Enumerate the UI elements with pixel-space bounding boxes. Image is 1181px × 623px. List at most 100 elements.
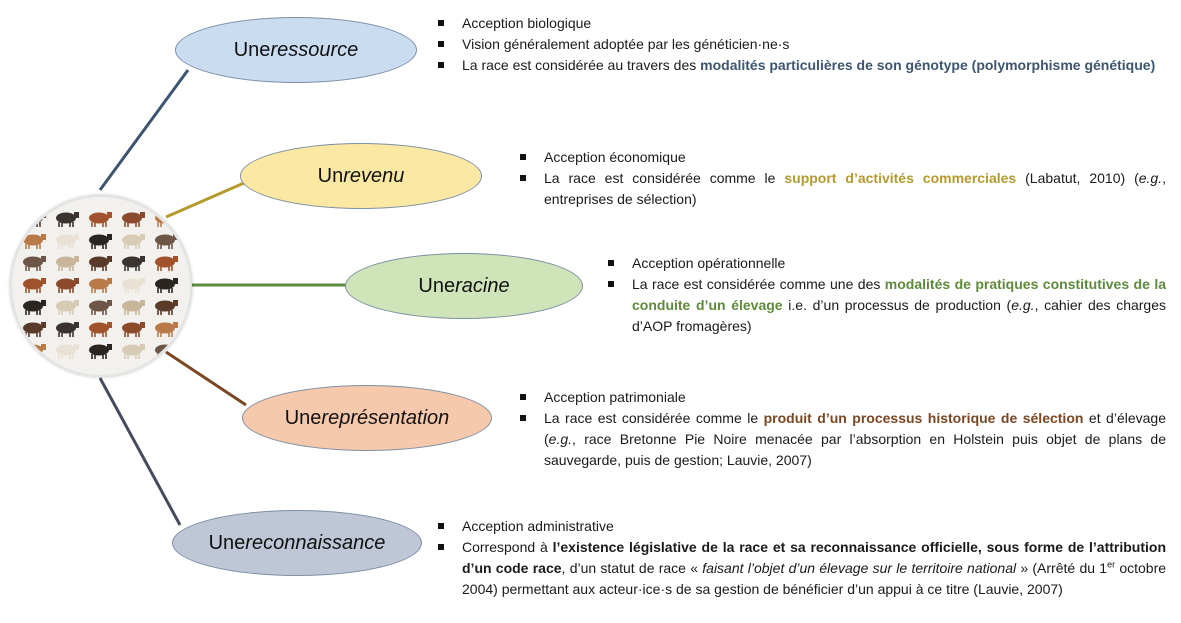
cow-legs <box>25 244 41 249</box>
cow-head <box>74 344 79 350</box>
cow-silhouette <box>155 234 175 246</box>
cow-silhouette <box>89 212 109 224</box>
representation-b2-eg: e.g. <box>548 431 573 447</box>
node-racine-keyword: racine <box>455 274 510 297</box>
representation-bullet-2: La race est considérée comme le produit … <box>518 408 1166 471</box>
cow-legs <box>91 266 107 271</box>
cow-legs <box>25 310 41 315</box>
cow-legs <box>157 310 173 315</box>
cow-legs <box>124 310 140 315</box>
text-ressource: Acception biologique Vision généralement… <box>436 13 1166 76</box>
cow-head <box>140 256 145 262</box>
cow-head <box>41 344 46 350</box>
ressource-bullet-1: Acception biologique <box>436 13 1166 34</box>
ressource-bullet-3: La race est considérée au travers des mo… <box>436 55 1166 76</box>
cow-head <box>107 344 112 350</box>
cow-silhouette <box>89 300 109 312</box>
cow-legs <box>124 222 140 227</box>
cattle-breeds-grid <box>23 212 178 359</box>
representation-b2-end: , race Bretonne Pie Noire menacée par l’… <box>544 431 1166 468</box>
cow-head <box>41 234 46 240</box>
revenu-b2-bold: support d’activités commerciales <box>784 170 1017 186</box>
cow-legs <box>58 354 74 359</box>
node-revenu-keyword: revenu <box>343 164 405 187</box>
cow-head <box>140 300 145 306</box>
cow-head <box>140 278 145 284</box>
cow-legs <box>91 244 107 249</box>
connector-revenu <box>165 181 245 219</box>
cow-silhouette <box>122 234 142 246</box>
cow-silhouette <box>89 344 109 356</box>
cow-silhouette <box>89 278 109 290</box>
cow-silhouette <box>89 256 109 268</box>
cow-legs <box>157 266 173 271</box>
cattle-collage-image <box>10 195 192 377</box>
revenu-b2-post: (Labatut, 2010) ( <box>1016 170 1139 186</box>
cow-silhouette <box>122 212 142 224</box>
cow-legs <box>58 266 74 271</box>
cow-head <box>140 234 145 240</box>
reconnaissance-b2-bold: l’existence législative de la race et sa… <box>462 539 1167 576</box>
cow-silhouette <box>122 278 142 290</box>
cow-head <box>74 300 79 306</box>
racine-bullet-2: La race est considérée comme une des mod… <box>606 274 1166 337</box>
cow-head <box>173 278 178 284</box>
text-reconnaissance: Acception administrative Correspond à l’… <box>436 516 1166 600</box>
cow-legs <box>91 288 107 293</box>
cow-silhouette <box>23 234 43 246</box>
cow-head <box>173 300 178 306</box>
cow-head <box>107 256 112 262</box>
cow-head <box>107 300 112 306</box>
revenu-b2-text: La race est considérée comme le <box>544 170 785 186</box>
connector-ressource <box>98 69 190 191</box>
node-representation-prefix: Une <box>284 406 322 429</box>
cow-head <box>140 322 145 328</box>
cow-legs <box>91 354 107 359</box>
ressource-bullet-2: Vision généralement adoptée par les géné… <box>436 34 1166 55</box>
cow-legs <box>124 244 140 249</box>
cow-silhouette <box>23 322 43 334</box>
text-revenu: Acception économique La race est considé… <box>518 147 1166 210</box>
cow-silhouette <box>155 300 175 312</box>
cow-head <box>173 322 178 328</box>
cow-head <box>41 300 46 306</box>
node-reconnaissance-prefix: Une <box>208 531 246 554</box>
cow-legs <box>58 310 74 315</box>
cow-silhouette <box>56 234 76 246</box>
node-representation-keyword: représentation <box>321 406 450 429</box>
reconnaissance-b2-end: octobre 2004) permettant aux acteur·ice·… <box>462 560 1167 597</box>
cow-head <box>41 322 46 328</box>
reconnaissance-b2-italic: faisant l’objet d’un élevage sur le terr… <box>702 560 1017 576</box>
cow-silhouette <box>89 322 109 334</box>
cow-head <box>140 212 145 218</box>
cow-silhouette <box>155 256 175 268</box>
cow-silhouette <box>155 322 175 334</box>
cow-head <box>107 322 112 328</box>
racine-b2-text: La race est considérée comme une des <box>632 276 885 292</box>
cow-silhouette <box>56 344 76 356</box>
reconnaissance-b2-text: Correspond à <box>462 539 553 555</box>
cow-legs <box>157 222 173 227</box>
representation-b2-mid: et d’élevage ( <box>544 410 1166 447</box>
cow-legs <box>124 332 140 337</box>
cow-legs <box>157 244 173 249</box>
reconnaissance-b2-sup: er <box>1107 559 1116 570</box>
cow-head <box>41 278 46 284</box>
node-representation: Une représentation <box>242 385 492 451</box>
cow-head <box>41 256 46 262</box>
cow-head <box>107 234 112 240</box>
cow-silhouette <box>122 344 142 356</box>
cow-head <box>74 234 79 240</box>
node-reconnaissance-keyword: reconnaissance <box>245 531 386 554</box>
cow-legs <box>58 288 74 293</box>
cow-silhouette <box>155 278 175 290</box>
cow-silhouette <box>122 256 142 268</box>
cow-silhouette <box>56 322 76 334</box>
cow-silhouette <box>56 300 76 312</box>
node-ressource-keyword: ressource <box>270 38 359 61</box>
ressource-b3-text: La race est considérée au travers des <box>462 57 701 73</box>
cow-head <box>173 234 178 240</box>
node-reconnaissance: Une reconnaissance <box>172 510 422 576</box>
cow-head <box>107 212 112 218</box>
